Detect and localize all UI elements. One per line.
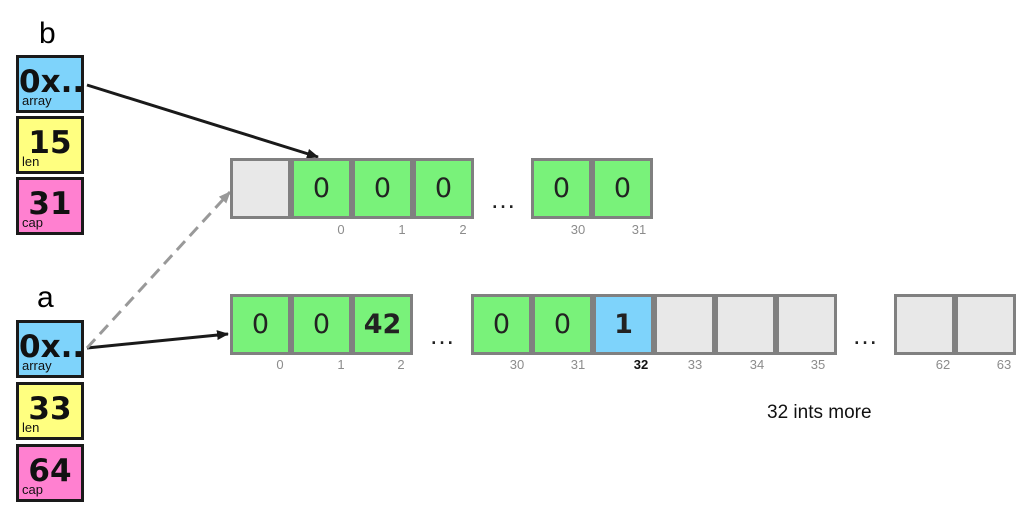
slice-b-len-label: len [22, 154, 40, 169]
slice-b-len-field: 15 len [16, 116, 84, 174]
index-label: 0 [276, 357, 284, 372]
ellipsis: … [852, 320, 878, 350]
array-cell: 0 [291, 294, 352, 355]
arrow-b-to-top-array [86, 83, 319, 159]
index-label: 30 [509, 357, 525, 372]
slice-b-len-value: 15 [28, 125, 72, 161]
array-cell: 0 [531, 158, 592, 219]
index-label: 33 [687, 357, 703, 372]
slice-b-cap-label: cap [22, 215, 43, 230]
array-cell [715, 294, 776, 355]
index-label: 63 [996, 357, 1012, 372]
array-cell [654, 294, 715, 355]
capacity-note: 32 ints more [767, 402, 872, 423]
index-label: 31 [570, 357, 586, 372]
slice-b-cap-field: 31 cap [16, 177, 84, 235]
index-label: 34 [749, 357, 765, 372]
slice-a-array-value: 0x.. [19, 329, 85, 365]
array-cell [230, 158, 291, 219]
slice-a-cap-field: 64 cap [16, 444, 84, 502]
array-cell [894, 294, 955, 355]
array-cell: 1 [593, 294, 654, 355]
arrow-a-old-array-dashed [85, 190, 232, 350]
array-cell: 0 [532, 294, 593, 355]
array-cell: 0 [291, 158, 352, 219]
array-cell: 0 [352, 158, 413, 219]
array-cell: 0 [592, 158, 653, 219]
index-label: 2 [397, 357, 405, 372]
arrow-a-to-bottom-array [86, 330, 229, 350]
index-label: 0 [337, 222, 345, 237]
slice-a-array-label: array [22, 358, 52, 373]
slice-a-len-field: 33 len [16, 382, 84, 440]
ellipsis: … [429, 320, 455, 350]
slice-b-array-label: array [22, 93, 52, 108]
slice-a-cap-value: 64 [28, 453, 72, 489]
array-cell: 0 [230, 294, 291, 355]
index-label: 30 [570, 222, 586, 237]
index-label: 1 [398, 222, 406, 237]
slice-a-len-value: 33 [28, 391, 72, 427]
array-cell [955, 294, 1016, 355]
slice-b-array-field: 0x.. array [16, 55, 84, 113]
slice-a-name: a [37, 281, 54, 314]
slice-a-len-label: len [22, 420, 40, 435]
index-label: 31 [631, 222, 647, 237]
index-label-current: 32 [633, 357, 649, 372]
array-cell: 42 [352, 294, 413, 355]
slice-a-array-field: 0x.. array [16, 320, 84, 378]
slice-b-array-value: 0x.. [19, 64, 85, 100]
index-label: 1 [337, 357, 345, 372]
slice-a-cap-label: cap [22, 482, 43, 497]
slice-b-name: b [39, 17, 56, 50]
ellipsis: … [490, 184, 516, 214]
index-label: 62 [935, 357, 951, 372]
slice-b-cap-value: 31 [28, 186, 72, 222]
array-cell: 0 [471, 294, 532, 355]
array-cell [776, 294, 837, 355]
array-cell: 0 [413, 158, 474, 219]
index-label: 35 [810, 357, 826, 372]
index-label: 2 [459, 222, 467, 237]
